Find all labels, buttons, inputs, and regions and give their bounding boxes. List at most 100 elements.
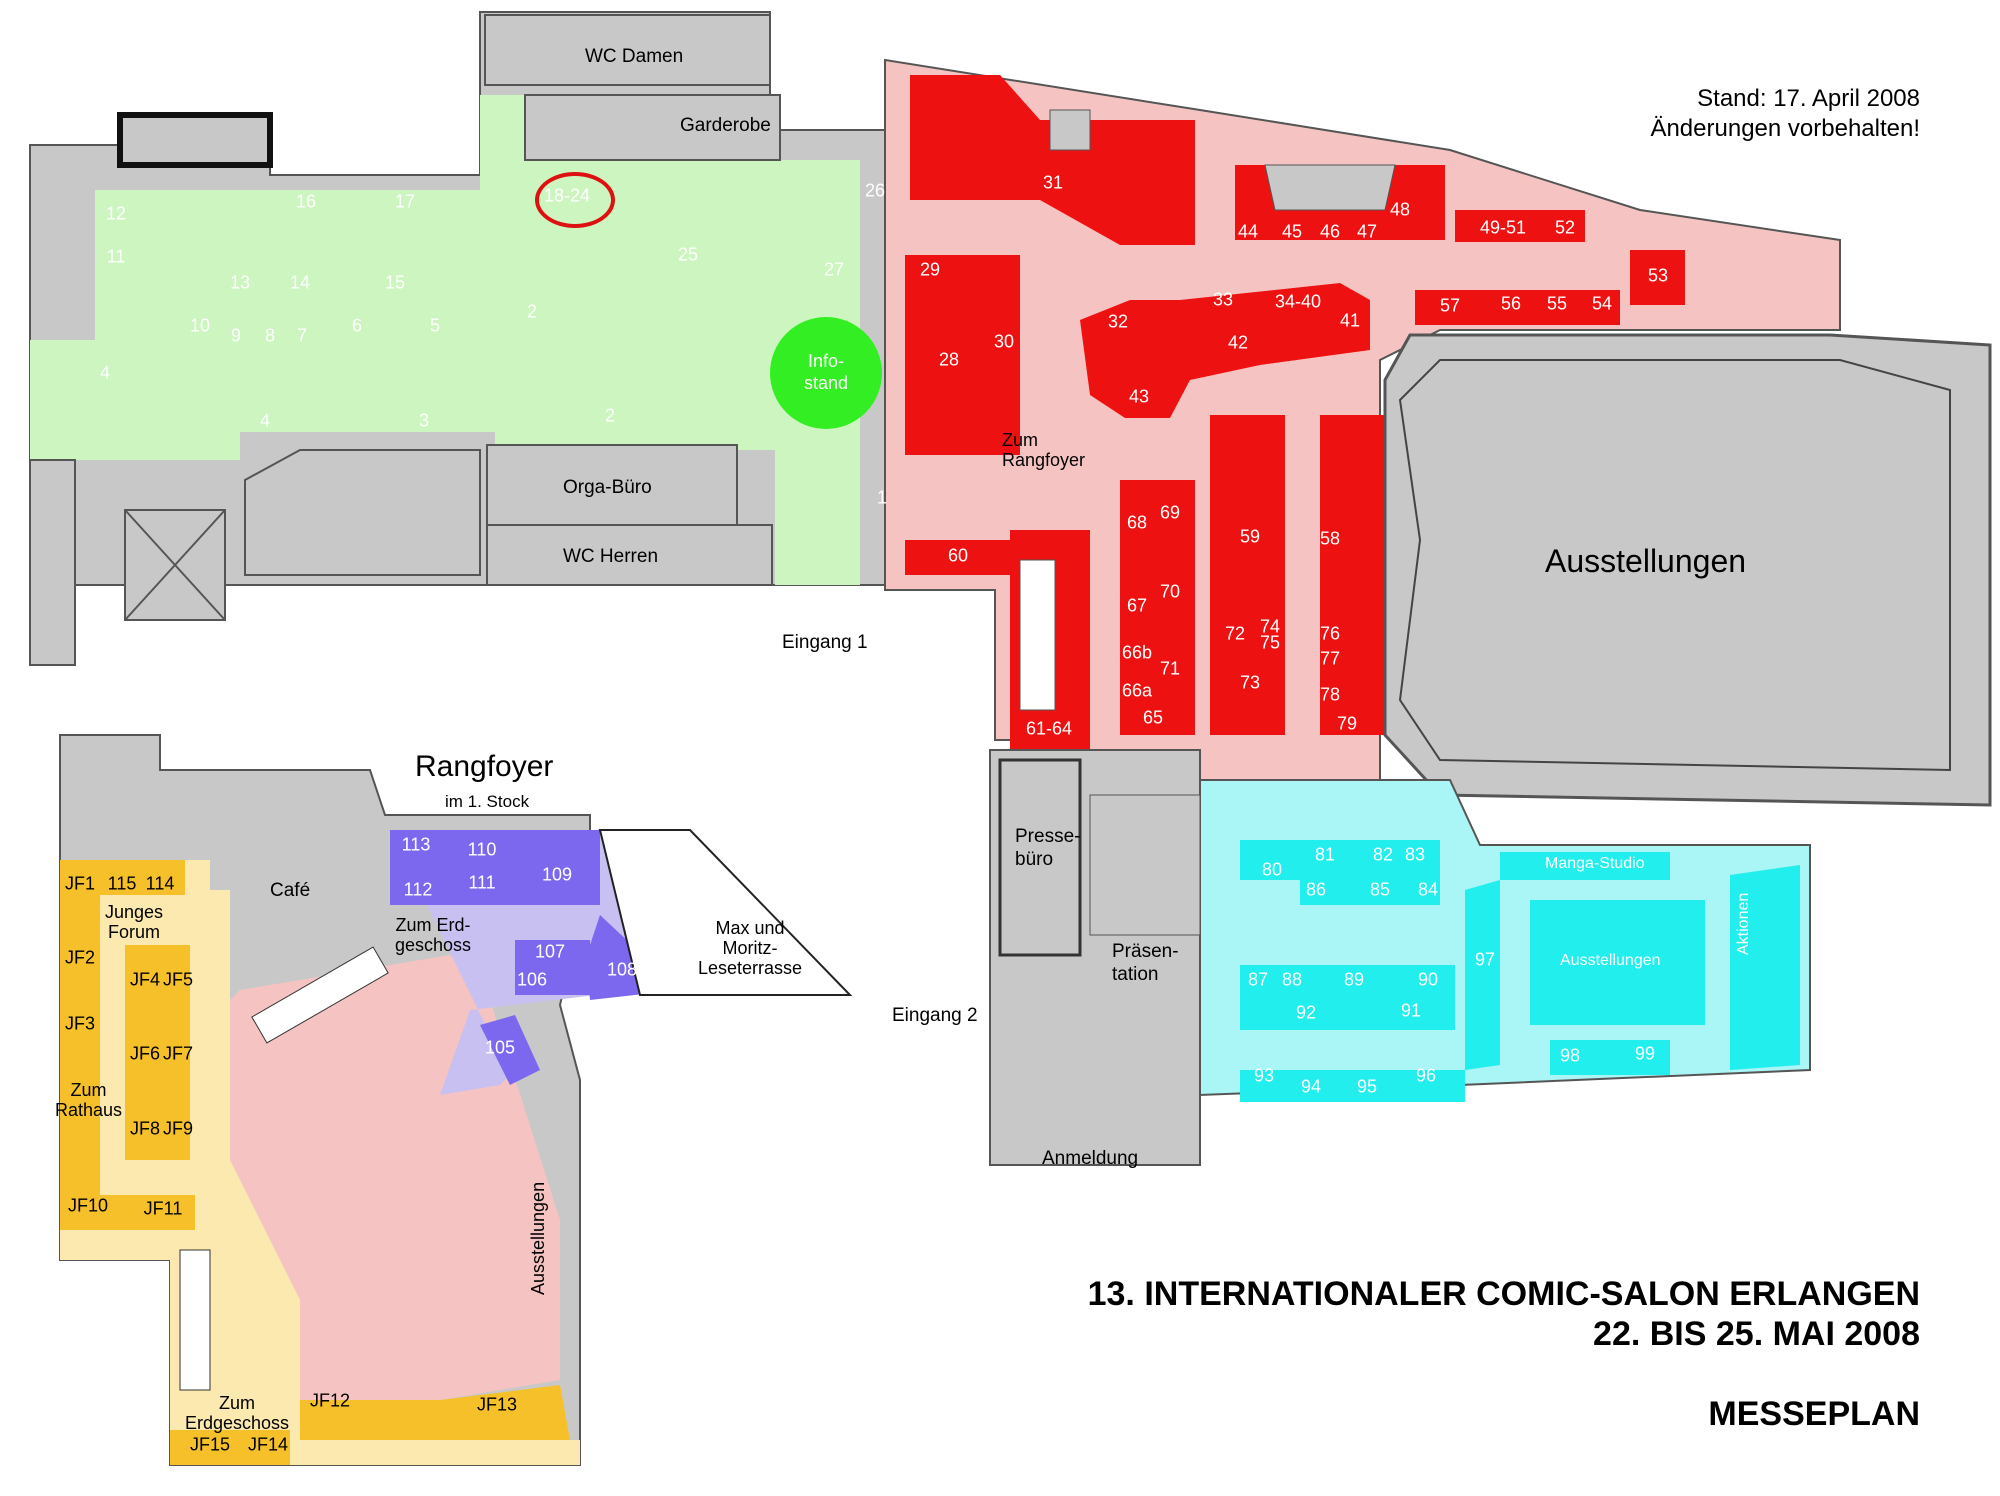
booth-yellow-JF1[interactable]: JF1 xyxy=(64,873,96,894)
booth-block-58-79[interactable] xyxy=(1320,415,1390,735)
booth-cyan-93[interactable]: 93 xyxy=(1253,1065,1275,1086)
booth-yellow-JF3[interactable]: JF3 xyxy=(64,1013,96,1034)
booth-yellow-JF2[interactable]: JF2 xyxy=(64,947,96,968)
booth-red-56[interactable]: 56 xyxy=(1500,293,1522,314)
booth-block-jf4-jf9[interactable] xyxy=(125,945,190,1160)
booth-green-26[interactable]: 26 xyxy=(864,180,886,201)
booth-red-61-64[interactable]: 61-64 xyxy=(1025,718,1073,739)
booth-purple-110[interactable]: 110 xyxy=(467,839,497,860)
booth-red-47[interactable]: 47 xyxy=(1356,221,1378,242)
booth-cyan-94[interactable]: 94 xyxy=(1300,1076,1322,1097)
booth-purple-111[interactable]: 111 xyxy=(468,872,496,893)
booth-red-67[interactable]: 67 xyxy=(1126,595,1148,616)
booth-yellow-JF14[interactable]: JF14 xyxy=(247,1434,289,1455)
booth-green-1[interactable]: 1 xyxy=(876,487,888,508)
booth-red-75[interactable]: 75 xyxy=(1259,632,1281,653)
booth-60[interactable] xyxy=(905,540,1010,575)
booth-cyan-92[interactable]: 92 xyxy=(1295,1002,1317,1023)
booth-block-106-107[interactable] xyxy=(515,940,590,995)
booth-purple-105[interactable]: 105 xyxy=(484,1037,516,1058)
booth-yellow-JF4[interactable]: JF4 xyxy=(129,969,161,990)
booth-block-87-92[interactable] xyxy=(1240,965,1455,1030)
booth-red-57[interactable]: 57 xyxy=(1439,295,1461,316)
booth-green-5[interactable]: 5 xyxy=(429,315,441,336)
booth-red-52[interactable]: 52 xyxy=(1554,217,1576,238)
booth-green-4[interactable]: 4 xyxy=(259,410,271,431)
booth-red-73[interactable]: 73 xyxy=(1239,672,1261,693)
booth-red-69[interactable]: 69 xyxy=(1159,502,1181,523)
booth-red-33[interactable]: 33 xyxy=(1212,289,1234,310)
booth-red-76[interactable]: 76 xyxy=(1319,623,1341,644)
booth-cyan-82[interactable]: 82 xyxy=(1372,844,1394,865)
booth-green-12[interactable]: 12 xyxy=(105,203,127,224)
booth-red-49-51[interactable]: 49-51 xyxy=(1479,217,1527,238)
booth-cyan-89[interactable]: 89 xyxy=(1343,969,1365,990)
booth-red-60[interactable]: 60 xyxy=(947,545,969,566)
booth-red-79[interactable]: 79 xyxy=(1336,713,1358,734)
booth-green-10[interactable]: 10 xyxy=(189,315,211,336)
booth-cyan-97[interactable]: 97 xyxy=(1474,949,1496,970)
booth-cyan-88[interactable]: 88 xyxy=(1281,969,1303,990)
booth-red-77[interactable]: 77 xyxy=(1319,648,1341,669)
booth-yellow-JF6[interactable]: JF6 xyxy=(129,1043,161,1064)
booth-green-27[interactable]: 27 xyxy=(823,259,845,280)
booth-cyan-80[interactable]: 80 xyxy=(1261,859,1283,880)
booth-column-jf1-jf3[interactable] xyxy=(60,860,100,1230)
booth-cyan-85[interactable]: 85 xyxy=(1369,879,1391,900)
booth-green-7[interactable]: 7 xyxy=(296,325,308,346)
booth-red-42[interactable]: 42 xyxy=(1227,332,1249,353)
booth-red-66a[interactable]: 66a xyxy=(1121,680,1153,701)
booth-cyan-84[interactable]: 84 xyxy=(1417,879,1439,900)
booth-block-59-75[interactable] xyxy=(1210,415,1285,735)
booth-green-15[interactable]: 15 xyxy=(384,272,406,293)
stairs-erdgeschoss-a[interactable] xyxy=(251,946,389,1044)
booth-green-6[interactable]: 6 xyxy=(351,315,363,336)
booth-block-80-84[interactable] xyxy=(1240,840,1440,880)
booth-green-3[interactable]: 3 xyxy=(418,410,430,431)
booth-cyan-83[interactable]: 83 xyxy=(1404,844,1426,865)
booth-yellow-JF7[interactable]: JF7 xyxy=(162,1043,194,1064)
booth-green-14[interactable]: 14 xyxy=(289,272,311,293)
booth-cyan-99[interactable]: 99 xyxy=(1634,1043,1656,1064)
booth-cyan-81[interactable]: 81 xyxy=(1314,844,1336,865)
booth-purple-113[interactable]: 113 xyxy=(401,834,431,855)
booth-green-9[interactable]: 9 xyxy=(230,325,242,346)
booth-red-55[interactable]: 55 xyxy=(1546,293,1568,314)
booth-green-25[interactable]: 25 xyxy=(677,244,699,265)
booth-yellow-JF13[interactable]: JF13 xyxy=(476,1394,518,1415)
stairs-rangfoyer[interactable] xyxy=(1019,559,1056,711)
booth-green-16[interactable]: 16 xyxy=(295,191,317,212)
booth-yellow-JF5[interactable]: JF5 xyxy=(162,969,194,990)
booth-yellow-JF9[interactable]: JF9 xyxy=(162,1118,194,1139)
booth-cyan-96[interactable]: 96 xyxy=(1415,1065,1437,1086)
booth-block-31[interactable] xyxy=(910,75,1195,245)
booth-purple-107[interactable]: 107 xyxy=(534,941,566,962)
booth-53[interactable] xyxy=(1630,250,1685,305)
booth-yellow-JF15[interactable]: JF15 xyxy=(189,1434,231,1455)
infostand-circle[interactable] xyxy=(770,317,882,429)
booth-red-45[interactable]: 45 xyxy=(1281,221,1303,242)
booth-red-66b[interactable]: 66b xyxy=(1121,642,1153,663)
booth-yellow-115[interactable]: 115 xyxy=(107,873,137,894)
booth-red-29[interactable]: 29 xyxy=(919,259,941,280)
booth-red-41[interactable]: 41 xyxy=(1339,310,1361,331)
booth-green-2[interactable]: 2 xyxy=(526,301,538,322)
booth-red-28[interactable]: 28 xyxy=(938,349,960,370)
booth-red-71[interactable]: 71 xyxy=(1159,658,1181,679)
booth-block-32-43[interactable] xyxy=(1080,283,1370,418)
booth-red-68[interactable]: 68 xyxy=(1126,512,1148,533)
booth-yellow-JF10[interactable]: JF10 xyxy=(67,1195,109,1216)
booth-block-109-113[interactable] xyxy=(390,830,600,905)
booth-red-44[interactable]: 44 xyxy=(1237,221,1259,242)
booth-green-18-24[interactable]: 18-24 xyxy=(543,185,591,206)
booth-red-65[interactable]: 65 xyxy=(1142,707,1164,728)
booth-yellow-JF12[interactable]: JF12 xyxy=(309,1390,351,1411)
booth-cyan-91[interactable]: 91 xyxy=(1400,1000,1422,1021)
booth-purple-112[interactable]: 112 xyxy=(403,879,433,900)
booth-green-4[interactable]: 4 xyxy=(99,362,111,383)
booth-block-115-114[interactable] xyxy=(100,860,185,895)
booth-red-30[interactable]: 30 xyxy=(993,331,1015,352)
booth-cyan-90[interactable]: 90 xyxy=(1417,969,1439,990)
booth-red-53[interactable]: 53 xyxy=(1647,265,1669,286)
booth-block-jf14-jf15[interactable] xyxy=(170,1430,290,1465)
